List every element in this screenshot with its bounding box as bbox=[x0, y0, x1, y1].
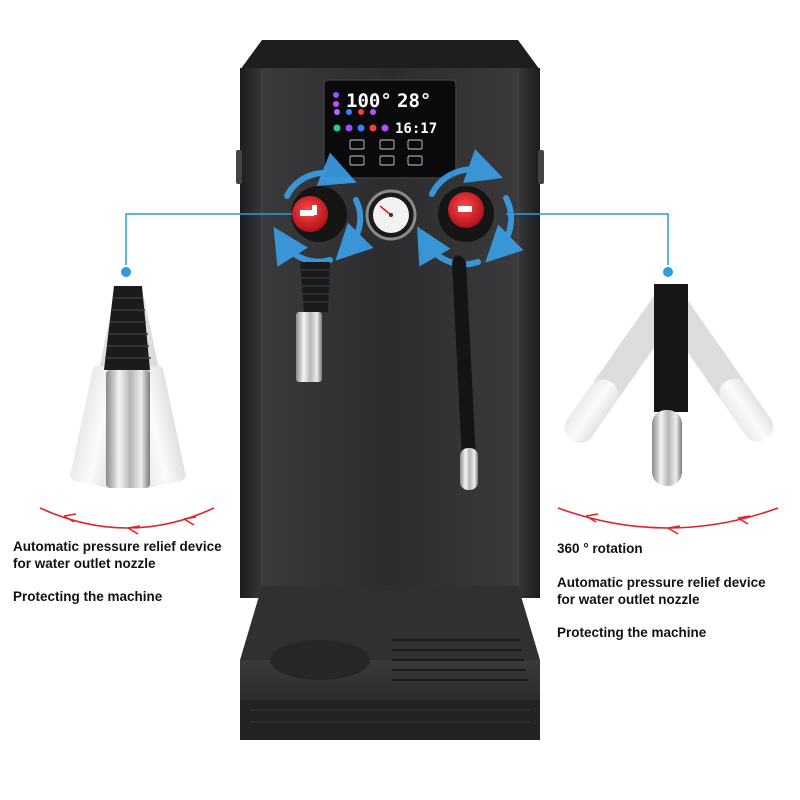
left-rotation-arrows-icon bbox=[273, 152, 374, 267]
right-water-spout bbox=[452, 255, 478, 490]
left-steam-knob bbox=[291, 186, 347, 242]
left-steam-wand bbox=[296, 262, 330, 382]
clock-readout: 16:17 bbox=[395, 121, 437, 137]
right-spout-swing-illustration bbox=[506, 213, 779, 535]
right-water-knob bbox=[438, 186, 494, 242]
left-callout-line3: Protecting the machine bbox=[13, 589, 163, 604]
pressure-gauge bbox=[365, 189, 417, 241]
steam-temperature-readout: 28° bbox=[397, 90, 431, 112]
right-callout-line3: Protecting the machine bbox=[557, 625, 707, 640]
right-rotation-arrows-icon bbox=[417, 149, 524, 268]
left-callout-line2: for water outlet nozzle bbox=[13, 556, 156, 571]
right-callout-line1: Automatic pressure relief device bbox=[557, 575, 766, 590]
left-callout-line1: Automatic pressure relief device bbox=[13, 539, 222, 554]
right-rotation-label: 360 ° rotation bbox=[557, 541, 643, 556]
left-nozzle-swing-illustration bbox=[39, 213, 292, 535]
water-boiler-machine: 100° 28° 16:17 bbox=[236, 40, 544, 740]
right-callout-line2: for water outlet nozzle bbox=[557, 592, 700, 607]
drip-tray bbox=[240, 586, 540, 740]
lcd-display-panel bbox=[323, 79, 457, 179]
water-temperature-readout: 100° bbox=[346, 90, 392, 112]
